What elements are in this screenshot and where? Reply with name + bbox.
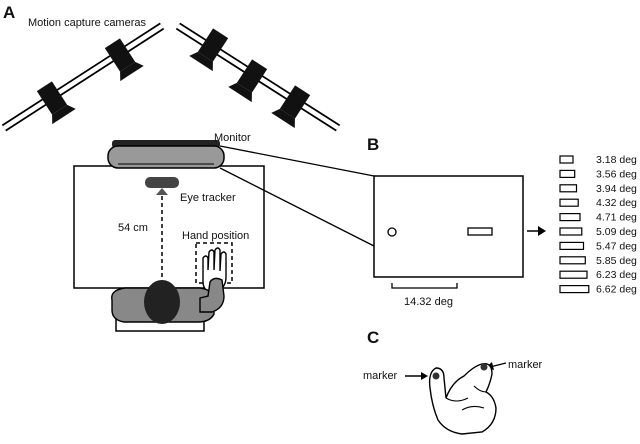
target-size-rect <box>559 270 588 279</box>
target-size-rect <box>559 241 585 250</box>
camera-icon <box>36 81 76 125</box>
target-size-label: 3.18 deg <box>596 154 637 166</box>
camera-icon <box>228 59 268 103</box>
marker-arrow-left <box>405 372 428 380</box>
marker-label-right: marker <box>508 359 543 371</box>
target-size-label: 3.56 deg <box>596 168 637 180</box>
eye-tracker <box>145 177 179 188</box>
grasping-hand-icon <box>428 363 497 435</box>
target-size-rect <box>559 169 576 178</box>
camera-rail-left <box>1 22 165 132</box>
target-size-rect <box>559 184 578 193</box>
eye-tracker-marker <box>156 188 168 195</box>
marker-dot-thumb <box>432 372 440 380</box>
target-size-rect <box>559 198 579 207</box>
monitor-label: Monitor <box>214 132 251 144</box>
panel-label-a: A <box>3 3 15 22</box>
target-size-rect <box>559 285 590 294</box>
marker-label-left: marker <box>363 370 398 382</box>
target-size-rect <box>559 256 586 265</box>
camera-icon <box>189 28 229 72</box>
start-circle <box>387 227 397 237</box>
cameras-label: Motion capture cameras <box>28 17 146 29</box>
target-size-label: 3.94 deg <box>596 183 637 195</box>
target-bar <box>467 227 493 236</box>
hand-position-label: Hand position <box>182 230 249 242</box>
zoom-line-bottom <box>219 167 375 247</box>
panel-label-b: B <box>367 135 379 154</box>
zoom-line-top <box>219 145 375 177</box>
eye-tracker-label: Eye tracker <box>180 192 236 204</box>
target-size-label: 4.71 deg <box>596 212 637 224</box>
distance-label: 54 cm <box>118 222 148 234</box>
target-size-label: 6.23 deg <box>596 269 637 281</box>
target-size-rect <box>559 155 574 164</box>
target-size-list: 3.18 deg 3.56 deg 3.94 deg 4.32 deg 4.71 deg… <box>559 154 637 296</box>
panel-label-c: C <box>367 328 379 347</box>
participant-icon <box>111 277 225 324</box>
monitor <box>107 140 225 169</box>
target-size-label: 5.85 deg <box>596 255 637 267</box>
target-size-label: 4.32 deg <box>596 197 637 209</box>
target-size-label: 5.09 deg <box>596 226 637 238</box>
arrow-icon <box>527 226 546 236</box>
target-size-label: 6.62 deg <box>596 284 637 296</box>
camera-icon <box>104 38 144 82</box>
target-size-label: 5.47 deg <box>596 240 637 252</box>
width-label: 14.32 deg <box>404 296 453 308</box>
camera-icon <box>271 85 311 129</box>
screen-display <box>373 175 524 278</box>
target-size-rect <box>559 227 583 236</box>
width-bracket <box>391 283 458 289</box>
target-size-rect <box>559 213 581 222</box>
marker-dot-index <box>480 363 488 371</box>
